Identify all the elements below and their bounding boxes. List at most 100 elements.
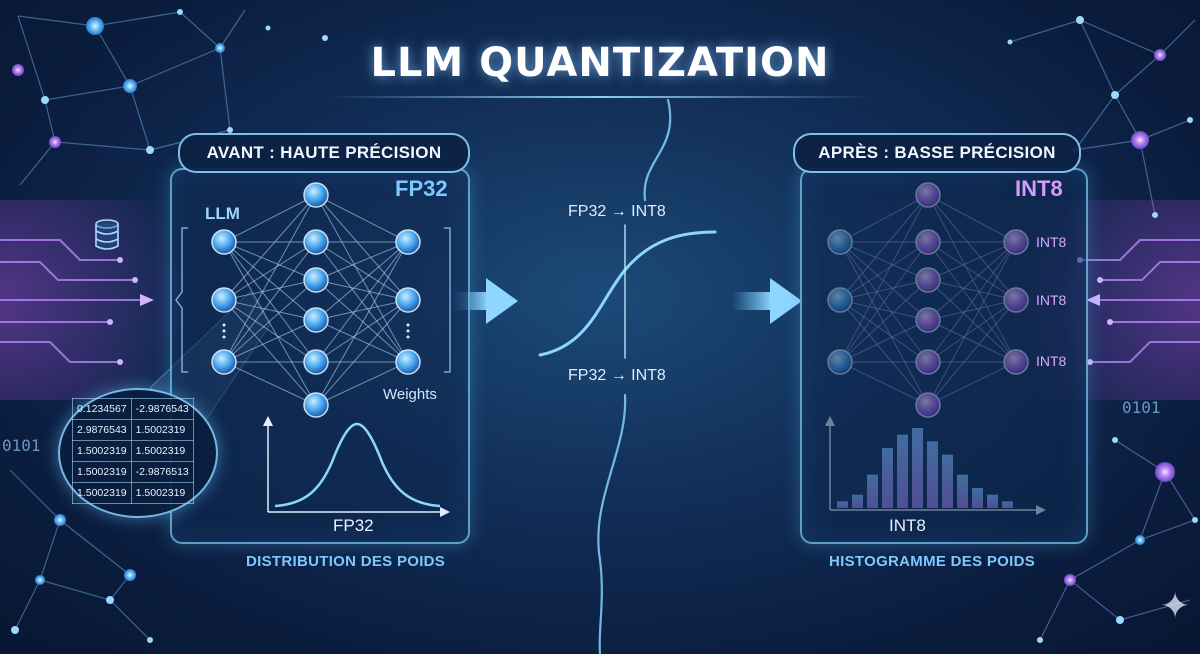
network-node: [395, 229, 421, 255]
binary-text-left: 0101: [2, 436, 41, 455]
network-edge: [223, 194, 317, 301]
network-edge: [315, 241, 409, 321]
center-transform-curves: [538, 98, 717, 654]
panel-title-before: AVANT : HAUTE PRÉCISION: [178, 133, 470, 173]
ellipsis-dot: [406, 323, 410, 327]
network-edge: [223, 194, 317, 363]
network-edge: [315, 194, 409, 243]
fp32-distribution-plot: [263, 416, 450, 517]
ellipsis-dot: [222, 335, 226, 339]
weights-label: Weights: [383, 386, 437, 403]
int8-axis-label: INT8: [889, 516, 926, 535]
network-edge: [315, 319, 409, 363]
network-node: [303, 182, 329, 208]
matrix-row: 1.5002319-2.9876513: [72, 461, 194, 483]
network-fp32: [211, 182, 421, 418]
panel-title-after: APRÈS : BASSE PRÉCISION: [793, 133, 1081, 173]
caption-distribution: DISTRIBUTION DES POIDS: [246, 553, 446, 570]
llm-label: LLM: [205, 204, 240, 223]
network-edge: [315, 299, 409, 321]
sparkle-icon: ✦: [1160, 585, 1191, 626]
network-node: [303, 307, 329, 333]
circuit-traces-left: [0, 239, 150, 363]
matrix-cell: -2.9876543: [130, 398, 194, 420]
network-edge: [315, 241, 409, 301]
network-edge: [315, 194, 409, 363]
caption-histogram: HISTOGRAMME DES POIDS: [829, 553, 1036, 570]
ellipsis-dot: [406, 335, 410, 339]
network-edge: [315, 241, 409, 406]
ellipsis-dot: [406, 329, 410, 333]
network-edge: [223, 299, 317, 406]
node-label-int8-3: INT8: [1036, 353, 1067, 369]
matrix-cell: 2.9876543: [72, 419, 132, 441]
network-nodes-top-left: [12, 9, 328, 154]
node-label-int8-1: INT8: [1036, 234, 1067, 250]
network-node: [303, 349, 329, 375]
bracket-right: [444, 227, 451, 373]
network-edge: [223, 241, 317, 321]
conversion-label-bottom: FP32 → INT8: [568, 367, 666, 384]
matrix-row: 0.1234567-2.9876543: [72, 398, 194, 420]
matrix-cell: -2.9876513: [130, 461, 194, 483]
arrow-center-to-right: [732, 278, 802, 324]
node-label-int8-2: INT8: [1036, 292, 1067, 308]
matrix-cell: 1.5002319: [72, 461, 132, 483]
format-label-fp32: FP32: [395, 176, 448, 201]
network-edge: [315, 194, 409, 301]
network-edge: [223, 279, 317, 301]
conversion-label-top: FP32 → INT8: [568, 203, 666, 220]
format-label-int8: INT8: [1015, 176, 1063, 201]
ellipsis-dot: [222, 329, 226, 333]
circuit-traces-right: [1080, 239, 1200, 363]
network-nodes-bottom-left: [11, 514, 153, 643]
network-edge: [223, 279, 317, 363]
network-node: [303, 267, 329, 293]
network-edge: [315, 299, 409, 406]
network-nodes-bottom-right: [1037, 437, 1198, 643]
matrix-cell: 0.1234567: [72, 398, 132, 420]
network-node: [395, 287, 421, 313]
network-edge: [223, 319, 317, 363]
binary-text-right: 0101: [1122, 398, 1161, 417]
matrix-cell: 1.5002319: [72, 440, 132, 462]
circuit-arrow-left-icon: [140, 294, 154, 306]
matrix-cell: 1.5002319: [130, 482, 194, 504]
network-edge: [223, 241, 317, 363]
bracket-left: [175, 227, 188, 373]
network-edge: [315, 241, 409, 281]
circuit-arrow-right-icon: [1086, 294, 1100, 306]
database-icon: [95, 219, 119, 250]
network-edge: [315, 279, 409, 363]
title-underline: [330, 96, 870, 98]
network-edge: [223, 299, 317, 321]
network-node: [303, 229, 329, 255]
network-edge: [223, 299, 317, 363]
network-edge: [223, 194, 317, 243]
circuit-pads-left: [107, 257, 138, 365]
network-edge: [223, 241, 317, 281]
network-node: [211, 229, 237, 255]
matrix-cell: 1.5002319: [72, 482, 132, 504]
ellipsis-dot: [222, 323, 226, 327]
network-edge: [223, 361, 317, 406]
network-node: [395, 349, 421, 375]
network-node: [211, 349, 237, 375]
matrix-cell: 1.5002319: [130, 440, 194, 462]
network-edge: [223, 241, 317, 301]
network-node: [303, 392, 329, 418]
fp32-distribution-curve: [274, 422, 441, 508]
network-edge: [315, 279, 409, 301]
matrix-cell: 1.5002319: [130, 419, 194, 441]
fp32-axis-label: FP32: [333, 516, 374, 535]
network-node: [211, 287, 237, 313]
network-edge: [315, 361, 409, 406]
network-edge: [315, 299, 409, 363]
page-title: LLM QUANTIZATION: [370, 40, 830, 86]
